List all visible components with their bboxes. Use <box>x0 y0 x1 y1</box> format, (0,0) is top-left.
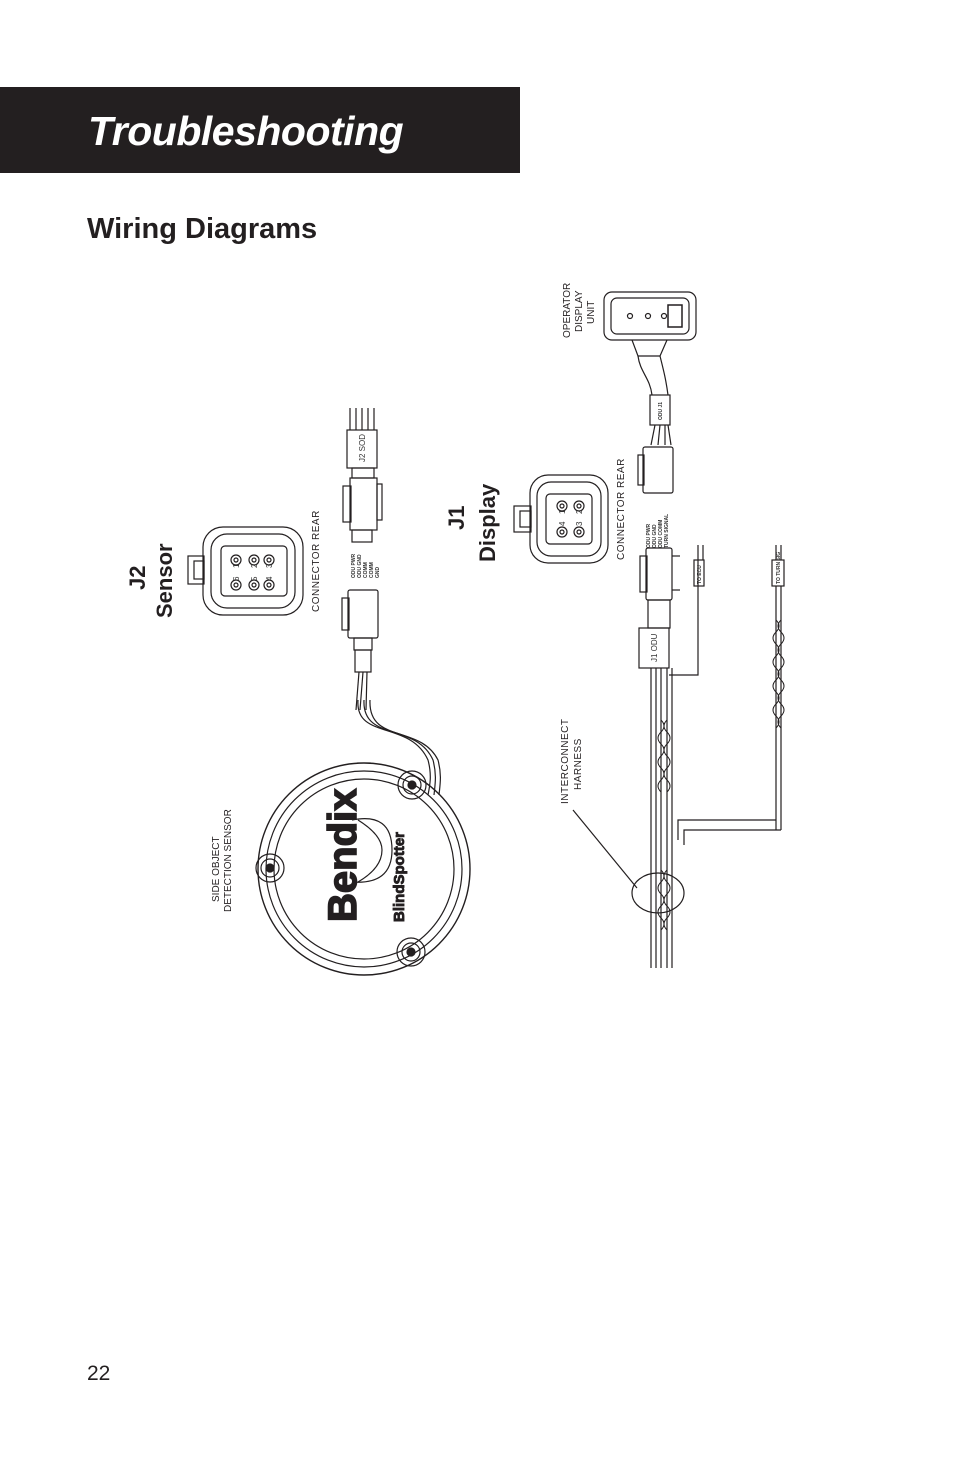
pin-3 <box>263 579 275 591</box>
mount-boss-bottom <box>396 937 426 967</box>
wire-tag-ecu: TO ECU <box>697 565 703 584</box>
j1-id-label: J1 <box>444 506 469 530</box>
j2-pin-6-label: 6 <box>232 576 241 581</box>
sensor-device-label-1: SIDE OBJECT <box>211 836 222 902</box>
pin-4 <box>263 554 275 566</box>
j1-connector-rear-label: CONNECTOR REAR <box>616 458 627 560</box>
pin-2 <box>573 526 585 538</box>
odu-label-1: OPERATOR <box>562 283 573 338</box>
operator-display-unit <box>603 291 697 494</box>
j1-connector-rear <box>513 474 609 564</box>
page-title: Troubleshooting <box>88 108 404 154</box>
j1-harness-tag: J1 ODU <box>650 633 659 662</box>
bendix-logo: Bendix <box>321 789 365 922</box>
j1-harness <box>572 545 785 968</box>
j2-legend-4: COMM <box>369 562 375 578</box>
j1-legend-3: ODU COMM <box>658 520 664 548</box>
j1-pin-1-label: 1 <box>558 509 567 514</box>
j2-id-label: J2 <box>125 566 150 590</box>
odu-label-2: DISPLAY <box>574 290 585 332</box>
j2-pin-1-label: 1 <box>232 563 241 568</box>
pin-1 <box>230 579 242 591</box>
j2-legend-3: COMM <box>363 562 369 578</box>
odu-plug-label: ODU J1 <box>658 402 664 420</box>
mount-boss-left <box>255 853 285 883</box>
j2-name-label: Sensor <box>152 543 177 618</box>
pin-2 <box>248 579 260 591</box>
pin-5 <box>248 554 260 566</box>
pin-1 <box>573 500 585 512</box>
blindspotter-logo: BlindSpotter <box>391 832 408 922</box>
header-band <box>0 87 520 173</box>
side-object-detection-sensor <box>255 762 471 976</box>
wire-tag-turn-signal: TO TURN SIG <box>776 552 782 584</box>
j2-legend-5: GND <box>375 567 381 579</box>
page-number: 22 <box>87 1362 111 1385</box>
j2-harness-plug <box>341 408 383 711</box>
harness-label-2: HARNESS <box>573 738 584 790</box>
j2-pin-3-label: 3 <box>265 563 274 568</box>
pin-4 <box>556 500 568 512</box>
j2-plug-label: J2 SOD <box>358 434 367 462</box>
section-title: Wiring Diagrams <box>87 213 318 245</box>
j2-legend-2: ODU GND <box>357 554 363 578</box>
j2-connector-rear-label: CONNECTOR REAR <box>311 510 322 612</box>
odu-label-3: UNIT <box>586 301 597 324</box>
j1-pin-2-label: 2 <box>575 509 584 514</box>
j1-name-label: Display <box>475 483 500 562</box>
j1-legend-2: ODU GND <box>652 524 658 548</box>
j1-legend-1: ODU PWR <box>646 523 652 548</box>
j2-pin-5-label: 5 <box>250 576 259 581</box>
j2-pin-2-label: 2 <box>250 563 259 568</box>
j2-legend-1: ODU PWR <box>351 553 357 578</box>
j1-pin-3-label: 3 <box>575 521 584 526</box>
j1-legend-4: TURN SIGNAL <box>664 514 670 548</box>
pin-3 <box>556 526 568 538</box>
j1-pin-4-label: 4 <box>558 521 567 526</box>
mount-boss-top <box>397 770 427 800</box>
pin-6 <box>230 554 242 566</box>
harness-label-1: INTERCONNECT <box>560 719 571 804</box>
sensor-device-label-2: DETECTION SENSOR <box>223 809 234 912</box>
j2-connector-rear <box>187 526 304 616</box>
j2-pin-4-label: 4 <box>265 576 274 581</box>
